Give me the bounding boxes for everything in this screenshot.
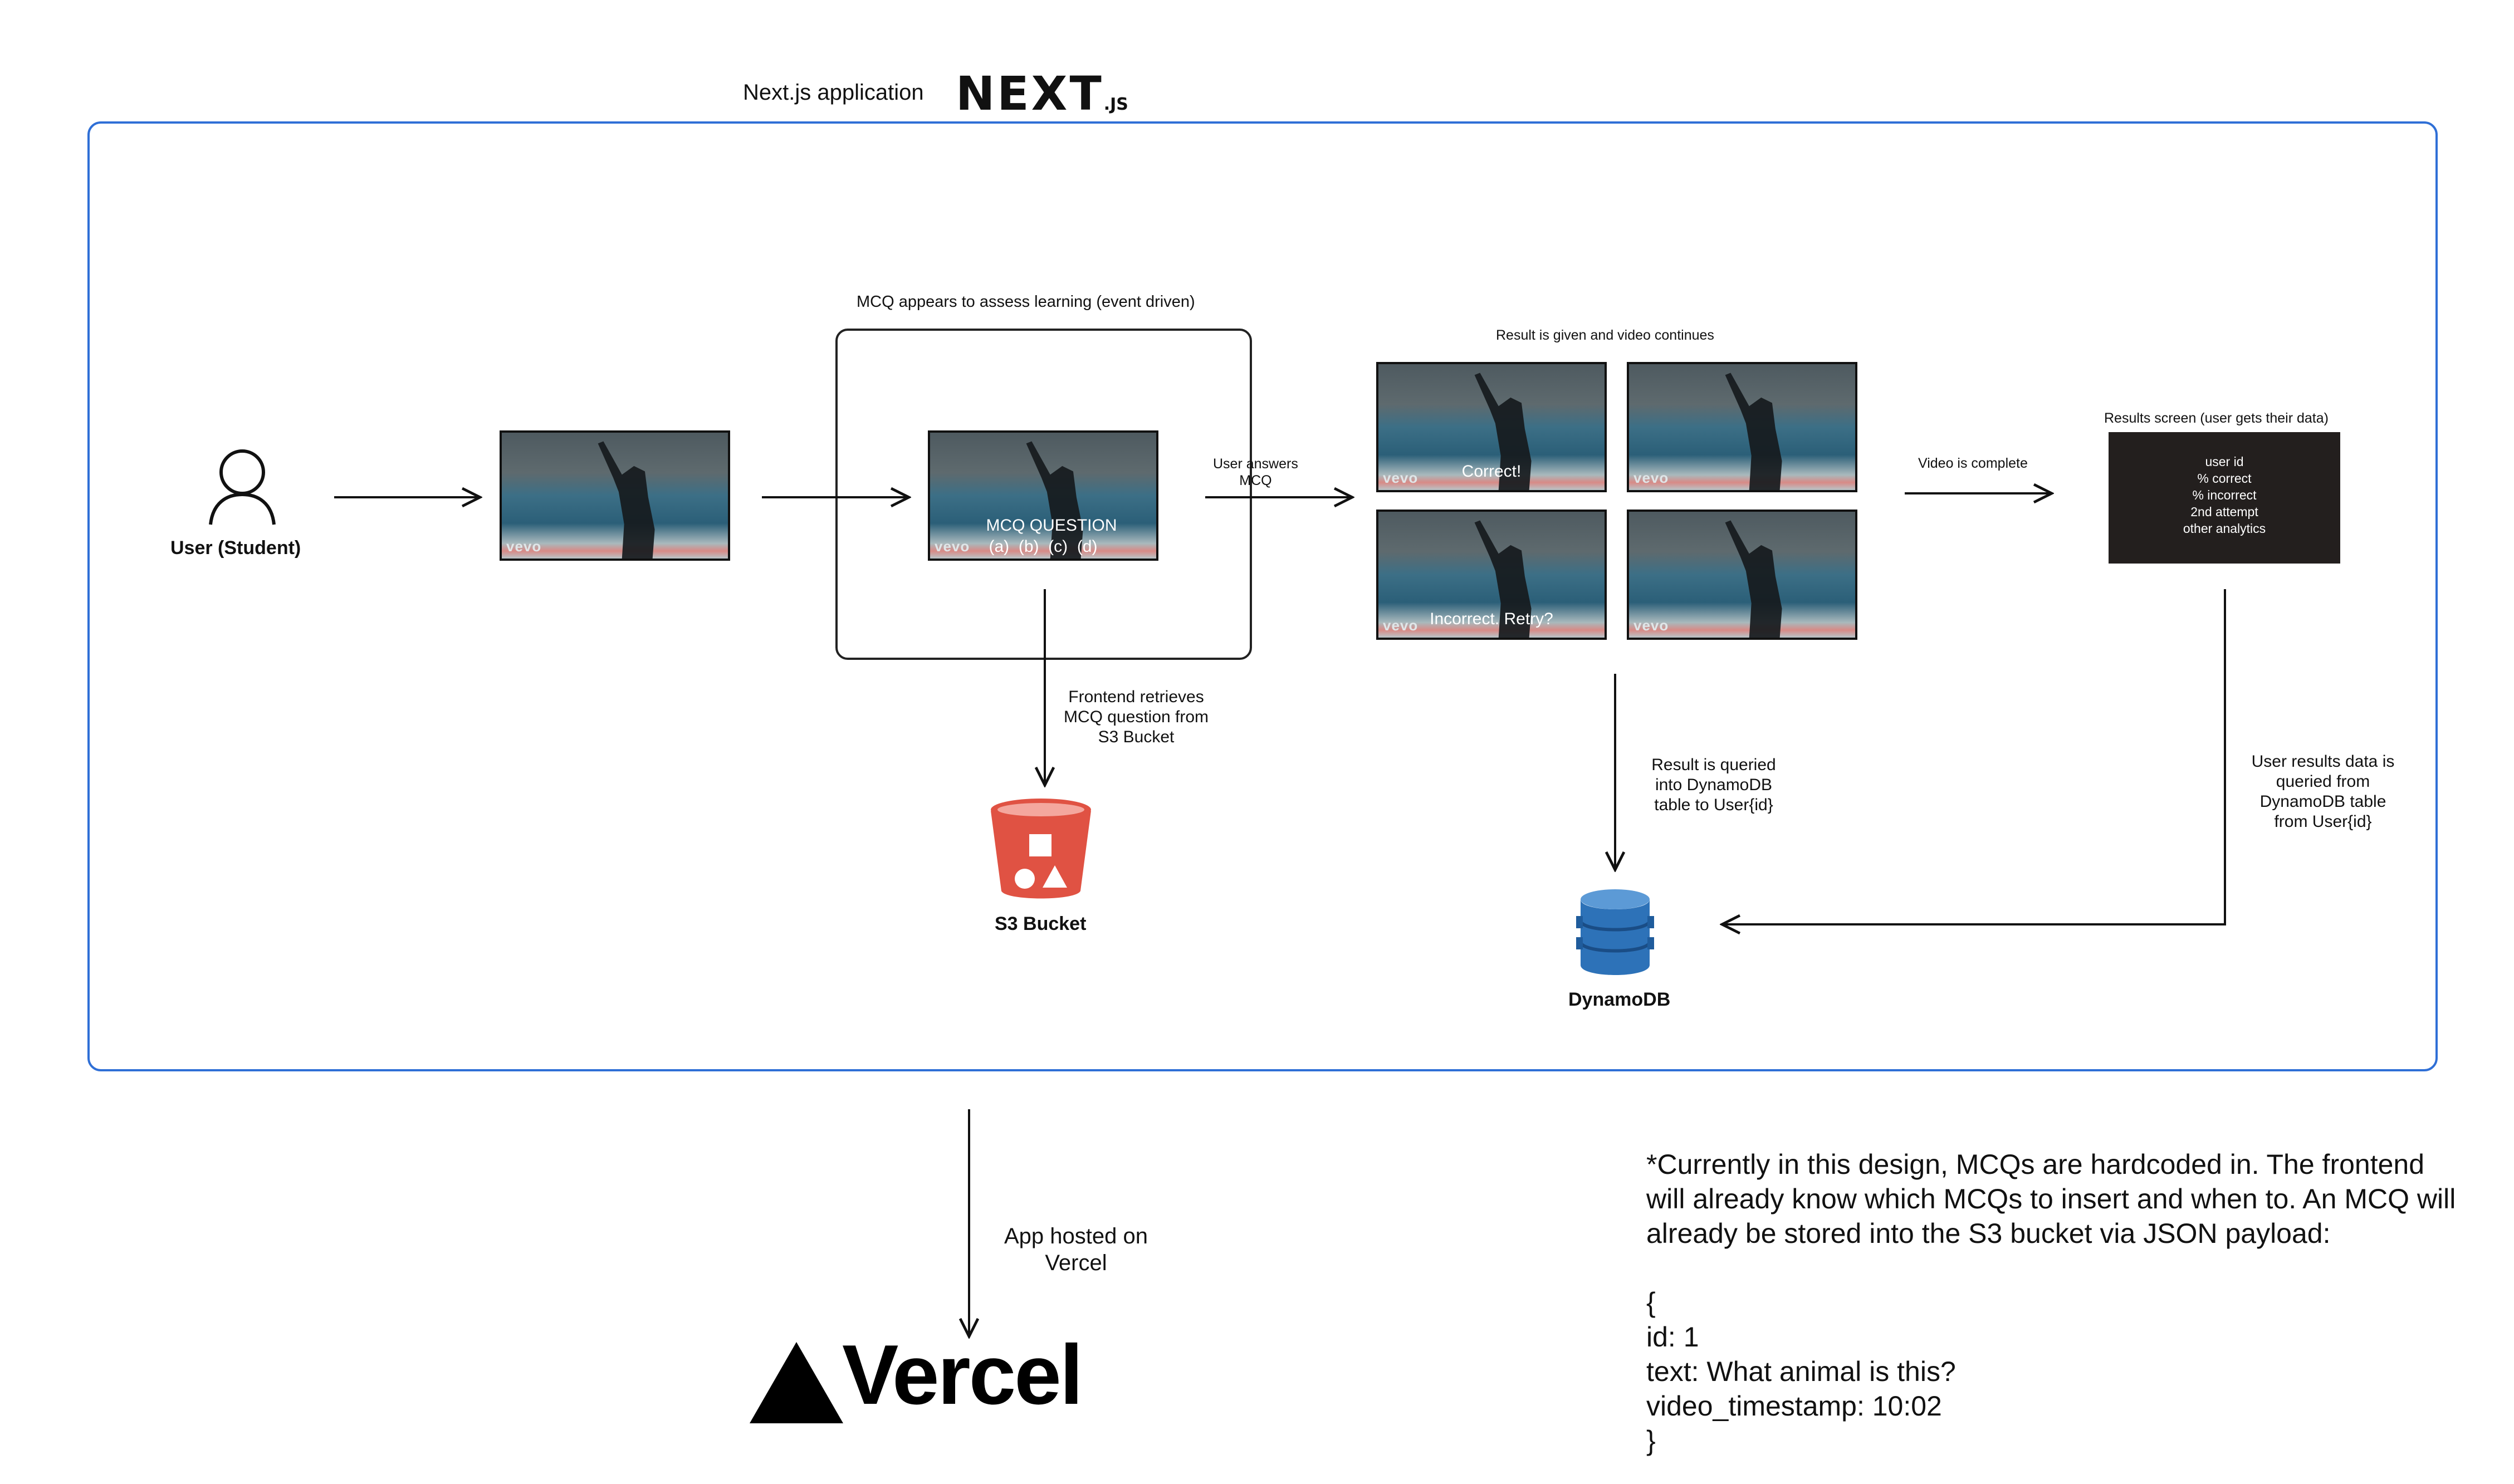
vevo-watermark: vevo	[1383, 469, 1419, 486]
performer-silhouette	[598, 441, 655, 559]
s3-label: S3 Bucket	[995, 913, 1087, 934]
nextjs-logo-main: NEXT	[956, 66, 1104, 121]
user-label: User (Student)	[170, 537, 301, 559]
nextjs-logo-suffix: .JS	[1103, 95, 1128, 114]
result-thumbnail-continue-2[interactable]: vevo	[1627, 510, 1857, 640]
mcq-question-text: MCQ QUESTION	[986, 516, 1117, 535]
video-complete-label: Video is complete	[1918, 456, 2028, 471]
result-thumbnail-incorrect[interactable]: vevo Incorrect. Retry?	[1376, 510, 1607, 640]
result-step-title: Result is given and video continues	[1496, 327, 1714, 343]
vevo-watermark: vevo	[1633, 469, 1669, 486]
performer-silhouette	[1725, 373, 1782, 490]
vercel-wordmark: Vercel	[842, 1328, 1083, 1422]
dynamodb-icon	[1576, 889, 1654, 975]
design-note: *Currently in this design, MCQs are hard…	[1646, 1149, 2456, 1456]
app-container	[87, 121, 2438, 1071]
performer-silhouette	[1474, 520, 1532, 638]
arrow-summary-to-dynamodb	[1722, 589, 2226, 924]
vevo-watermark: vevo	[935, 538, 970, 555]
vevo-watermark: vevo	[1383, 617, 1419, 634]
results-line-correct: % correct	[2197, 471, 2252, 486]
nextjs-logo: NEXT.JS	[956, 70, 1128, 117]
video-thumbnail[interactable]: vevo	[500, 430, 730, 561]
vercel-triangle-icon	[750, 1342, 843, 1423]
result-thumbnail-continue-1[interactable]: vevo	[1627, 362, 1857, 492]
performer-silhouette	[1725, 520, 1782, 638]
results-screen-title: Results screen (user gets their data)	[2104, 410, 2329, 426]
result-thumbnail-correct[interactable]: vevo Correct!	[1376, 362, 1607, 492]
results-line-user-id: user id	[2205, 454, 2244, 469]
results-line-attempt: 2nd attempt	[2190, 505, 2258, 519]
s3-bucket-icon	[991, 799, 1091, 899]
results-line-incorrect: % incorrect	[2192, 488, 2257, 502]
incorrect-text: Incorrect. Retry?	[1430, 610, 1553, 628]
vevo-watermark: vevo	[506, 538, 542, 555]
mcq-step-title: MCQ appears to assess learning (event dr…	[857, 293, 1195, 311]
mcq-thumbnail[interactable]: vevo MCQ QUESTION (a) (b) (c) (d)	[928, 430, 1158, 561]
vevo-watermark: vevo	[1633, 617, 1669, 634]
performer-silhouette	[1026, 441, 1083, 559]
app-label: Next.js application	[743, 80, 924, 105]
mcq-options-text: (a) (b) (c) (d)	[989, 537, 1098, 556]
results-screen: user id % correct % incorrect 2nd attemp…	[2109, 432, 2340, 564]
performer-silhouette	[1474, 373, 1532, 490]
results-line-analytics: other analytics	[2183, 521, 2266, 536]
dynamodb-label: DynamoDB	[1568, 989, 1671, 1010]
correct-text: Correct!	[1461, 462, 1522, 481]
user-icon	[209, 449, 276, 525]
